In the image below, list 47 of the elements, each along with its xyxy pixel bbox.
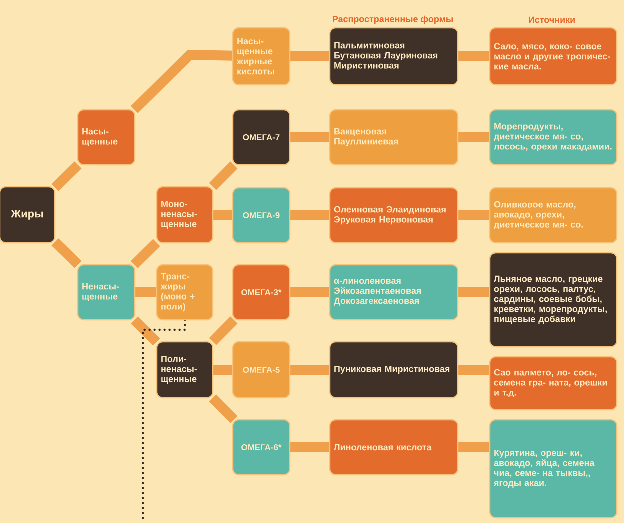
connector-band (290, 288, 330, 298)
connector-band (290, 132, 330, 142)
connector-band (209, 316, 238, 346)
connector-band (458, 132, 490, 142)
connector-band (131, 239, 160, 268)
connector-band (458, 365, 490, 375)
category-box: Транс- жиры (моно + поли) (156, 264, 214, 321)
omega-box: ОМЕГА-9 (232, 187, 291, 244)
connector-band (135, 288, 157, 298)
connector-band (290, 442, 330, 452)
source-box: Сало, мясо, коко- совое масло и другие тропичес- кие масла. (489, 27, 618, 86)
connector-band (131, 50, 233, 114)
connector-band (209, 394, 238, 424)
category-box: Поли- ненасы- щенные (156, 341, 214, 399)
omega-box: ОМЕГА-6* (232, 419, 291, 476)
source-box: Оливковое масло, авокадо, орехи, диетическое мя- со. (489, 187, 618, 244)
fatty-acid-box: α-линоленовая Эйкозапентаеновая Докозагексаеновая (329, 264, 459, 321)
category-box: Насы- щенные жирные кислоты (232, 27, 291, 86)
connector-band (213, 210, 233, 220)
connector-band (290, 210, 330, 220)
connector-band (458, 52, 490, 62)
connector-band (209, 162, 238, 190)
omega-box: ОМЕГА-7 (232, 109, 291, 166)
connector-band (290, 365, 330, 375)
connector-band (458, 288, 490, 298)
category-box: Насы- щенные (77, 109, 136, 166)
connector-band (52, 162, 82, 192)
source-box: Курятина, ореш- ки, авокадо, яйца, семена чиа, семе- на тыквы,, ягоды акаи. (489, 419, 618, 519)
fatty-acid-box: Олеиновая Элаидиновая Эруковая Нервоновая (329, 187, 459, 244)
fatty-acid-box: Вакценовая Пауллиниевая (329, 109, 459, 166)
fatty-acid-box: Пальмитиновая Бутановая Лауриновая Миристиновая (329, 27, 459, 86)
omega-box: ОМЕГА-5 (232, 341, 291, 399)
category-box: Моно- ненасы- щенные (156, 186, 214, 244)
connector-band (458, 210, 490, 220)
connector-band (213, 365, 233, 375)
root-box: Жиры (0, 186, 56, 244)
connector-band (458, 442, 490, 452)
connector-band (131, 316, 160, 346)
source-box: Сао палмето, ло- сось, семена гра- ната, орешки и т.д. (489, 356, 618, 411)
source-box: Морепродукты, диетическое мя- со, лосось, орехи макадамии. (489, 109, 618, 166)
omega-box: ОМЕГА-3* (232, 264, 291, 321)
fatty-acid-box: Линоленовая кислота (329, 419, 459, 476)
connector-band (52, 238, 82, 268)
fatty-acid-box: Пуниковая Миристиновая (329, 341, 459, 399)
source-box: Льняное масло, грецкие орехи, лосось, палтус, сардины, соевые бобы, креветки, морепродукты, пищевые добавки (489, 252, 618, 348)
category-box: Ненасы- щенные (77, 264, 136, 321)
connector-band (290, 52, 330, 62)
